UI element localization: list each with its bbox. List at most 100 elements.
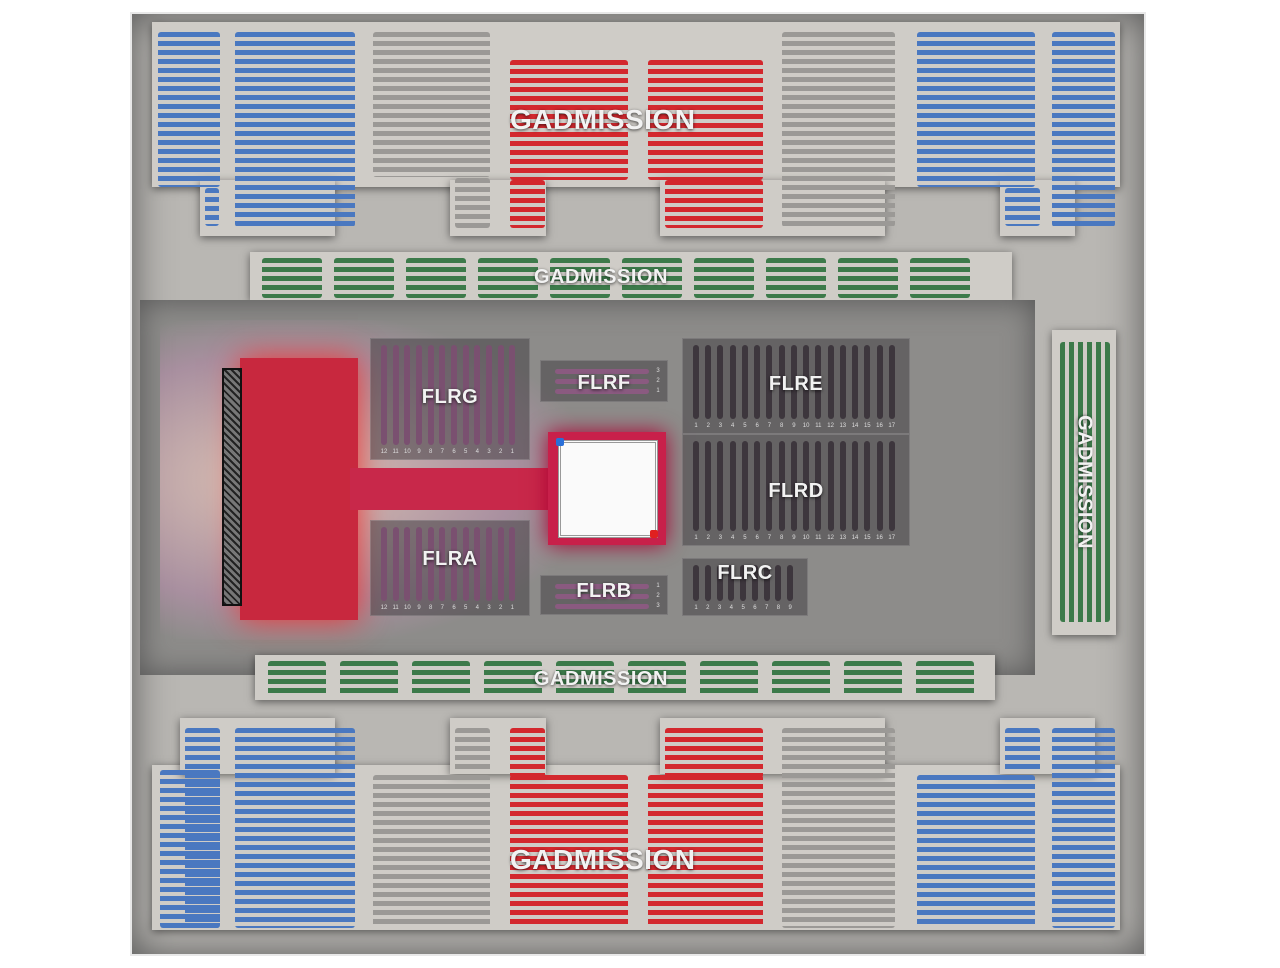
section-label-bottom[interactable]: GADMISSION <box>510 844 696 875</box>
seating-block-green[interactable] <box>268 661 326 697</box>
seating-block-green[interactable] <box>556 661 614 697</box>
seating-block-red[interactable] <box>665 728 763 778</box>
row[interactable] <box>815 441 822 531</box>
seating-block-red[interactable] <box>510 775 628 928</box>
ring[interactable] <box>558 440 658 538</box>
row[interactable] <box>754 441 761 531</box>
seating-block-green[interactable] <box>766 258 826 298</box>
row[interactable] <box>803 345 810 419</box>
row[interactable] <box>754 345 761 419</box>
row[interactable] <box>717 441 724 531</box>
seating-block-red[interactable] <box>510 728 545 778</box>
row[interactable] <box>486 345 492 445</box>
row[interactable] <box>705 345 712 419</box>
row[interactable] <box>704 565 711 601</box>
seating-block-blue[interactable] <box>235 728 355 928</box>
row[interactable] <box>740 565 747 601</box>
row[interactable] <box>693 565 699 601</box>
seating-block-green[interactable] <box>910 258 970 298</box>
row[interactable] <box>839 441 846 531</box>
row[interactable] <box>766 345 773 419</box>
seating-block-blue[interactable] <box>917 775 1035 928</box>
row[interactable] <box>439 345 446 445</box>
row[interactable] <box>381 345 387 445</box>
row[interactable] <box>555 604 649 609</box>
seating-block-green[interactable] <box>916 661 974 697</box>
row[interactable] <box>381 527 387 601</box>
row[interactable] <box>888 441 895 531</box>
row[interactable] <box>705 441 712 531</box>
row[interactable] <box>815 345 822 419</box>
seating-block-blue[interactable] <box>917 32 1035 187</box>
row[interactable] <box>827 441 834 531</box>
row[interactable] <box>404 345 411 445</box>
seating-block-gray[interactable] <box>782 728 895 928</box>
seating-block-green[interactable] <box>340 661 398 697</box>
seating-block-red[interactable] <box>510 60 628 180</box>
row[interactable] <box>509 345 516 445</box>
row[interactable] <box>555 584 649 589</box>
section-label-top[interactable]: GADMISSION <box>510 104 696 135</box>
seating-block-green[interactable] <box>484 661 542 697</box>
seating-block-gray[interactable] <box>373 775 490 928</box>
seating-block-green[interactable] <box>622 258 682 298</box>
row[interactable] <box>416 345 422 445</box>
seating-block-green[interactable] <box>262 258 322 298</box>
row[interactable] <box>427 345 434 445</box>
row[interactable] <box>392 345 399 445</box>
seating-block-green[interactable] <box>700 661 758 697</box>
section-label-right-band[interactable]: GADMISSION <box>1073 415 1096 549</box>
section-label-lower-band[interactable]: GADMISSION <box>534 668 668 690</box>
row[interactable] <box>451 345 457 445</box>
row[interactable] <box>766 441 773 531</box>
row[interactable] <box>474 527 481 601</box>
row[interactable] <box>474 345 481 445</box>
row[interactable] <box>778 441 785 531</box>
seating-block-green[interactable] <box>412 661 470 697</box>
row[interactable] <box>787 565 794 601</box>
row[interactable] <box>716 565 723 601</box>
seating-block-green[interactable] <box>478 258 538 298</box>
seating-block-blue[interactable] <box>235 32 355 227</box>
seating-block-blue[interactable] <box>158 32 220 187</box>
row[interactable] <box>392 527 399 601</box>
row[interactable] <box>497 345 504 445</box>
seating-block-red[interactable] <box>665 180 763 228</box>
seating-block-green[interactable] <box>628 661 686 697</box>
row[interactable] <box>839 345 846 419</box>
seating-block-green[interactable] <box>838 258 898 298</box>
seating-block-red[interactable] <box>648 60 763 180</box>
row[interactable] <box>827 345 834 419</box>
row[interactable] <box>763 565 770 601</box>
row[interactable] <box>790 345 797 419</box>
row[interactable] <box>729 441 736 531</box>
row[interactable] <box>864 441 871 531</box>
seating-block-gray[interactable] <box>782 32 895 227</box>
row[interactable] <box>439 527 446 601</box>
seating-block-blue[interactable] <box>1052 728 1115 928</box>
row[interactable] <box>509 527 516 601</box>
seating-block-blue[interactable] <box>1005 728 1040 773</box>
row[interactable] <box>555 389 649 394</box>
seating-block-green[interactable] <box>406 258 466 298</box>
seating-block-green[interactable] <box>550 258 610 298</box>
seating-block-blue[interactable] <box>1052 32 1115 227</box>
row[interactable] <box>741 441 748 531</box>
row[interactable] <box>462 527 469 601</box>
row[interactable] <box>778 345 785 419</box>
seating-block-green[interactable] <box>334 258 394 298</box>
seating-block-gray[interactable] <box>455 728 490 773</box>
seating-block-red[interactable] <box>510 180 545 228</box>
row[interactable] <box>451 527 457 601</box>
row[interactable] <box>876 441 883 531</box>
row[interactable] <box>790 441 797 531</box>
row[interactable] <box>555 379 649 384</box>
row[interactable] <box>729 345 736 419</box>
row[interactable] <box>555 594 649 599</box>
seating-block-blue[interactable] <box>160 770 220 928</box>
seating-block-green[interactable] <box>694 258 754 298</box>
row[interactable] <box>693 441 699 531</box>
